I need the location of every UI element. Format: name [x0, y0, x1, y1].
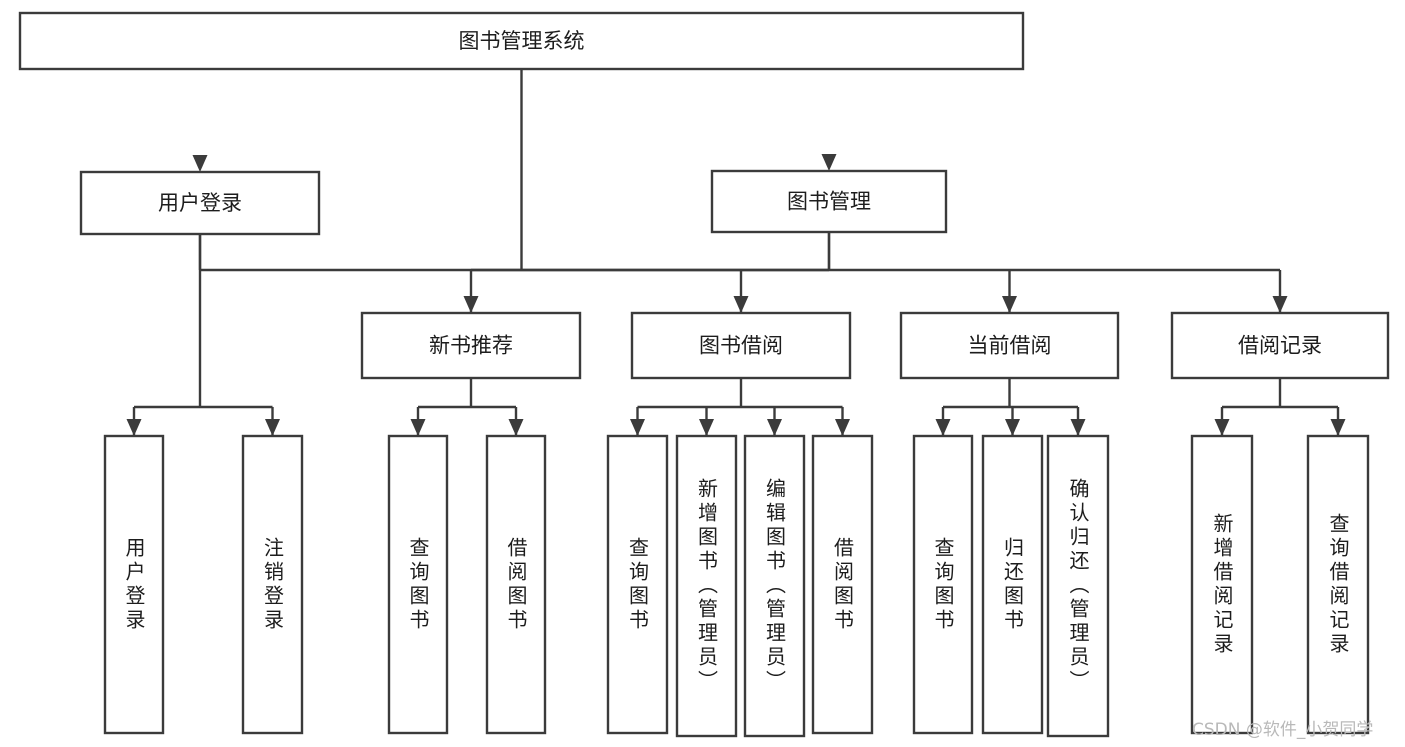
node-label-book-management: 图书管理 [787, 190, 871, 214]
node-box-new-book-recommend[interactable] [360, 311, 582, 380]
node-box-user-logout-action[interactable] [241, 434, 304, 735]
node-box-current-return-book[interactable] [981, 434, 1044, 735]
arrow-head-icon [1002, 296, 1017, 313]
node-label-root: 图书管理系统 [459, 29, 585, 53]
arrow-head-icon [935, 419, 951, 436]
node-box-borrow-borrow-book[interactable] [811, 434, 874, 735]
node-box-book-management[interactable] [710, 169, 948, 234]
node-box-borrow-records[interactable] [1170, 311, 1390, 380]
node-box-book-borrow[interactable] [630, 311, 852, 380]
node-label-book-borrow: 图书借阅 [699, 334, 783, 358]
node-box-current-borrow[interactable] [899, 311, 1120, 380]
arrow-head-icon [835, 419, 850, 436]
arrow-head-icon [265, 419, 280, 436]
node-box-layer [18, 11, 1390, 738]
arrow-head-icon [630, 419, 645, 436]
node-box-borrow-add-book-admin[interactable] [675, 434, 738, 738]
arrow-head-icon [1330, 419, 1346, 436]
arrow-head-icon [733, 296, 749, 313]
node-label-current-borrow: 当前借阅 [968, 334, 1052, 358]
node-box-user-login-action[interactable] [103, 434, 165, 735]
arrow-head-icon [192, 155, 208, 172]
node-box-borrow-query-book[interactable] [606, 434, 669, 735]
arrow-head-icon [1070, 419, 1086, 436]
arrow-head-icon [1272, 296, 1288, 313]
node-box-recommend-query-book[interactable] [387, 434, 449, 735]
node-box-current-query-book[interactable] [912, 434, 974, 735]
node-label-new-book-recommend: 新书推荐 [429, 334, 513, 358]
arrow-head-icon [410, 419, 426, 436]
node-label-user-login: 用户登录 [158, 191, 242, 215]
arrow-head-icon [1005, 419, 1020, 436]
node-box-user-login[interactable] [79, 170, 321, 236]
arrow-head-icon [699, 419, 714, 436]
arrow-head-icon [126, 419, 142, 436]
arrow-head-icon [767, 419, 782, 436]
connector-layer [126, 69, 1346, 436]
arrow-head-icon [821, 154, 837, 171]
arrow-head-icon [508, 419, 524, 436]
node-box-recommend-borrow-book[interactable] [485, 434, 547, 735]
node-box-borrow-edit-book-admin[interactable] [743, 434, 806, 738]
node-box-root[interactable] [18, 11, 1025, 71]
node-label-borrow-records: 借阅记录 [1238, 334, 1322, 358]
csdn-watermark: CSDN @软件_小贺同学 [1192, 720, 1374, 740]
arrow-head-icon [1214, 419, 1230, 436]
node-box-records-add-record[interactable] [1190, 434, 1254, 735]
node-box-records-query-record[interactable] [1306, 434, 1370, 735]
arrow-head-icon [463, 296, 479, 313]
node-box-current-confirm-return-admin[interactable] [1046, 434, 1110, 738]
